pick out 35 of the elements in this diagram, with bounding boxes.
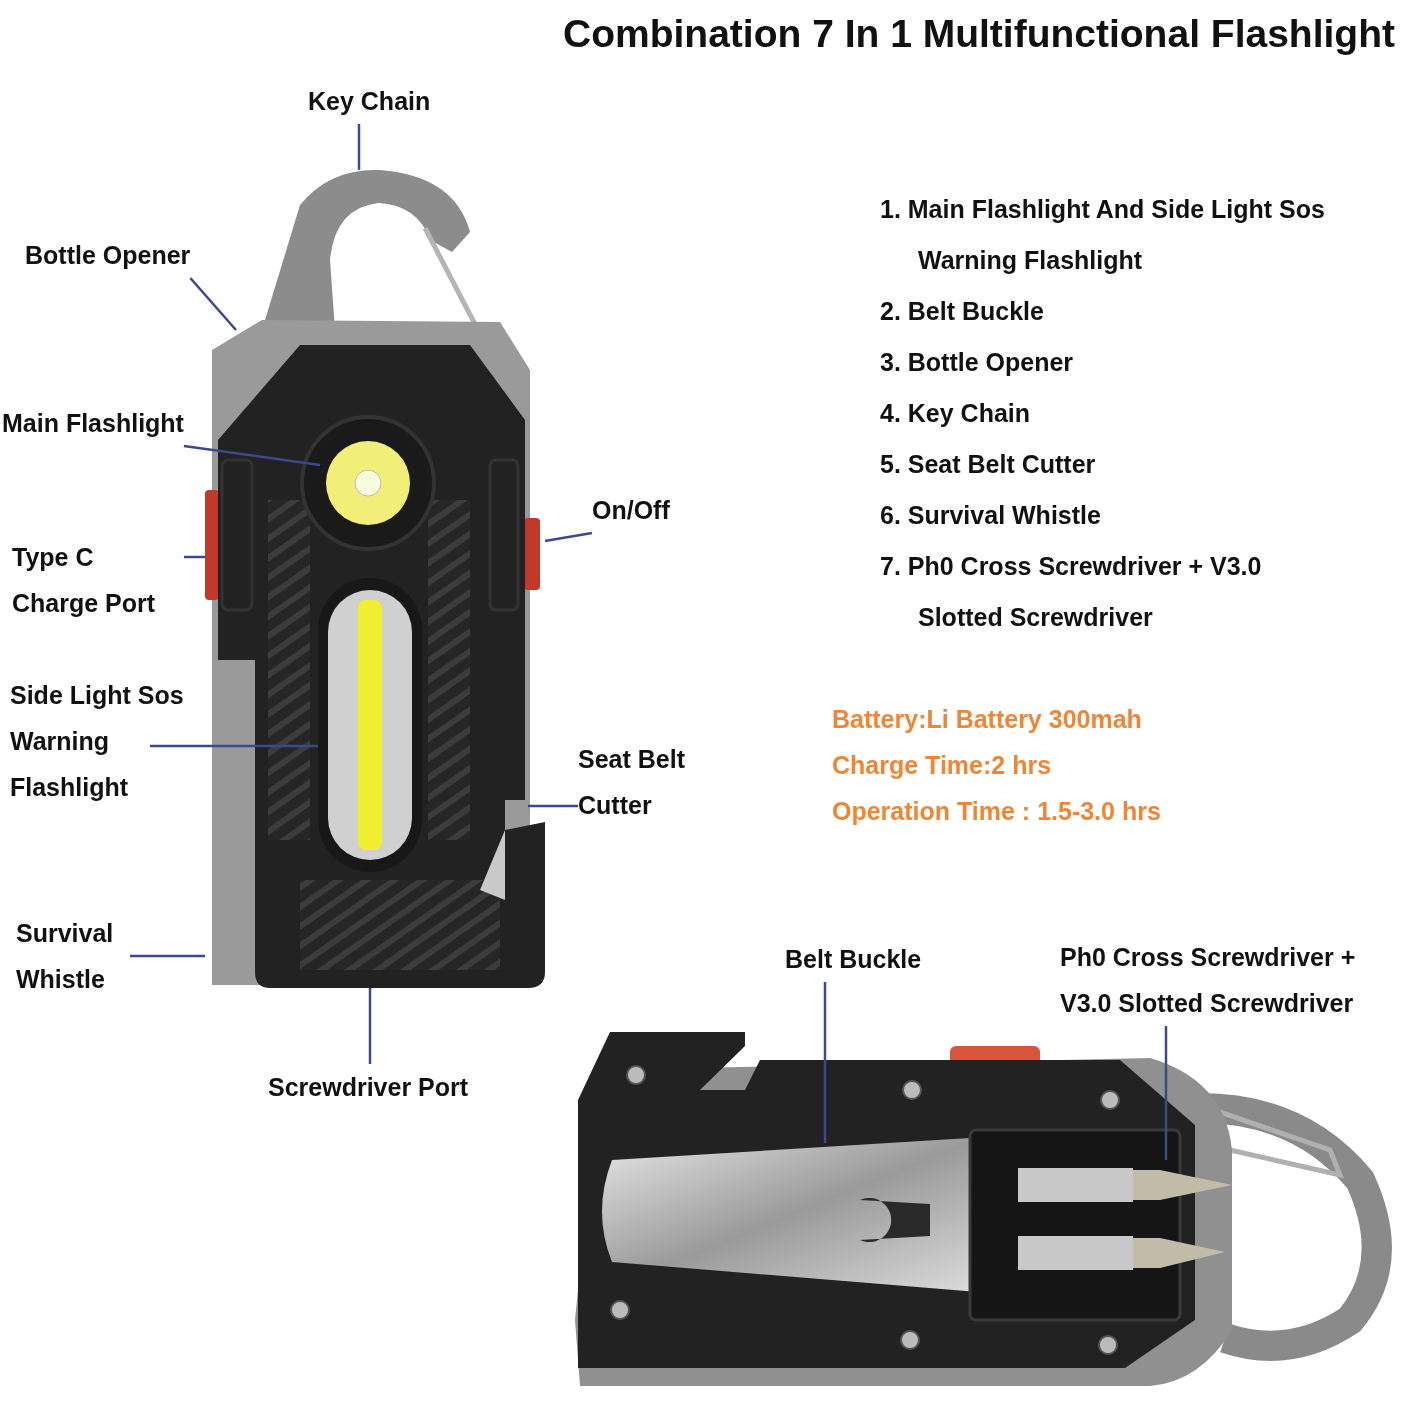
callout-label: Seat Belt Cutter	[578, 736, 718, 828]
callout-label: Main Flashlight	[2, 400, 184, 446]
feature-list-item: 2. Belt Buckle	[880, 296, 1045, 327]
callout-label: Type C Charge Port	[12, 534, 184, 626]
leader-line	[183, 444, 321, 467]
feature-list-item: 3. Bottle Opener	[880, 347, 1075, 378]
leader-line	[1164, 1026, 1168, 1160]
callout-label: Ph0 Cross Screwdriver + V3.0 Slotted Screwdriver	[1060, 934, 1405, 1026]
leader-line	[184, 555, 205, 559]
leader-line	[150, 744, 318, 748]
callout-label: Bottle Opener	[25, 232, 191, 278]
leader-line	[368, 988, 372, 1064]
leader-line	[189, 277, 237, 331]
feature-list-item: 7. Ph0 Cross Screwdriver + V3.0 Slotted Screwdriver	[880, 551, 1263, 633]
specification-text: Operation Time : 1.5-3.0 hrs	[832, 796, 1161, 827]
specification-text: Battery:Li Battery 300mah	[832, 704, 1142, 735]
callout-label: Side Light Sos Warning Flashlight	[10, 672, 220, 810]
leader-line	[823, 982, 827, 1143]
specification-text: Charge Time:2 hrs	[832, 750, 1052, 781]
feature-list-item: 1. Main Flashlight And Side Light Sos Warning Flashlight	[880, 194, 1326, 276]
feature-list-item: 4. Key Chain	[880, 398, 1032, 429]
leader-line	[130, 954, 205, 958]
callout-label: Survival Whistle	[16, 910, 130, 1002]
front-view-flashlight-drawing	[205, 169, 545, 988]
leader-line	[544, 531, 593, 543]
feature-list-item: 5. Seat Belt Cutter	[880, 449, 1097, 480]
leader-line	[528, 804, 578, 808]
title: Combination 7 In 1 Multifunctional Flashlight	[563, 12, 1395, 56]
leader-line	[357, 124, 361, 170]
callout-label: Screwdriver Port	[268, 1064, 469, 1110]
feature-list-item: 6. Survival Whistle	[880, 500, 1102, 531]
callout-label: Belt Buckle	[785, 936, 922, 982]
callout-label: On/Off	[592, 487, 670, 533]
back-view-flashlight-drawing	[575, 1032, 1392, 1386]
callout-label: Key Chain	[308, 78, 431, 124]
